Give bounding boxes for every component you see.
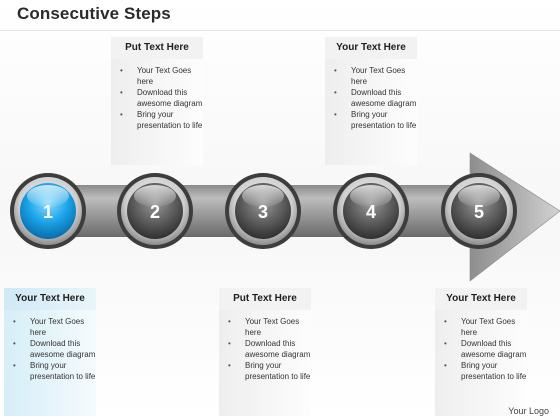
- step-circle-2: 2: [117, 173, 193, 249]
- text-box-top-2: Your Text Here Your Text Goes here Downl…: [325, 37, 417, 165]
- step-number: 1: [43, 202, 53, 222]
- box-bullet: Bring your presentation to life: [334, 109, 417, 131]
- step-number: 3: [258, 202, 268, 222]
- box-bullet: Bring your presentation to life: [444, 360, 527, 382]
- box-bullet: Your Text Goes here: [228, 316, 311, 338]
- text-box-bottom-3: Your Text Here Your Text Goes here Downl…: [435, 288, 527, 416]
- box-heading: Put Text Here: [219, 288, 311, 310]
- box-heading: Put Text Here: [111, 37, 203, 59]
- text-box-top-1: Put Text Here Your Text Goes here Downlo…: [111, 37, 203, 165]
- box-bullet: Your Text Goes here: [444, 316, 527, 338]
- box-bullet: Bring your presentation to life: [120, 109, 203, 131]
- box-bullet: Download this awesome diagram: [228, 338, 311, 360]
- title-divider: [0, 30, 560, 31]
- step-circle-1: 1: [10, 173, 86, 249]
- box-bullet: Bring your presentation to life: [228, 360, 311, 382]
- box-bullet-list: Your Text Goes here Download this awesom…: [219, 316, 311, 382]
- box-bullet: Your Text Goes here: [120, 65, 203, 87]
- box-heading: Your Text Here: [435, 288, 527, 310]
- step-circle-3: 3: [225, 173, 301, 249]
- box-bullet: Your Text Goes here: [13, 316, 96, 338]
- box-heading: Your Text Here: [4, 288, 96, 310]
- box-bullet: Download this awesome diagram: [120, 87, 203, 109]
- logo-text: Your Logo: [508, 406, 549, 416]
- box-bullet: Your Text Goes here: [334, 65, 417, 87]
- box-bullet-list: Your Text Goes here Download this awesom…: [4, 316, 96, 382]
- step-number: 4: [366, 202, 376, 222]
- box-bullet-list: Your Text Goes here Download this awesom…: [435, 316, 527, 382]
- slide-title: Consecutive Steps: [17, 4, 171, 23]
- text-box-bottom-2: Put Text Here Your Text Goes here Downlo…: [219, 288, 311, 416]
- box-bullet: Download this awesome diagram: [444, 338, 527, 360]
- box-bullet-list: Your Text Goes here Download this awesom…: [325, 65, 417, 131]
- step-number: 2: [150, 202, 160, 222]
- box-heading: Your Text Here: [325, 37, 417, 59]
- box-bullet: Download this awesome diagram: [13, 338, 96, 360]
- step-number: 5: [474, 202, 484, 222]
- box-bullet-list: Your Text Goes here Download this awesom…: [111, 65, 203, 131]
- box-bullet: Bring your presentation to life: [13, 360, 96, 382]
- text-box-bottom-1: Your Text Here Your Text Goes here Downl…: [4, 288, 96, 416]
- box-bullet: Download this awesome diagram: [334, 87, 417, 109]
- step-circle-5: 5: [441, 173, 517, 249]
- step-circle-4: 4: [333, 173, 409, 249]
